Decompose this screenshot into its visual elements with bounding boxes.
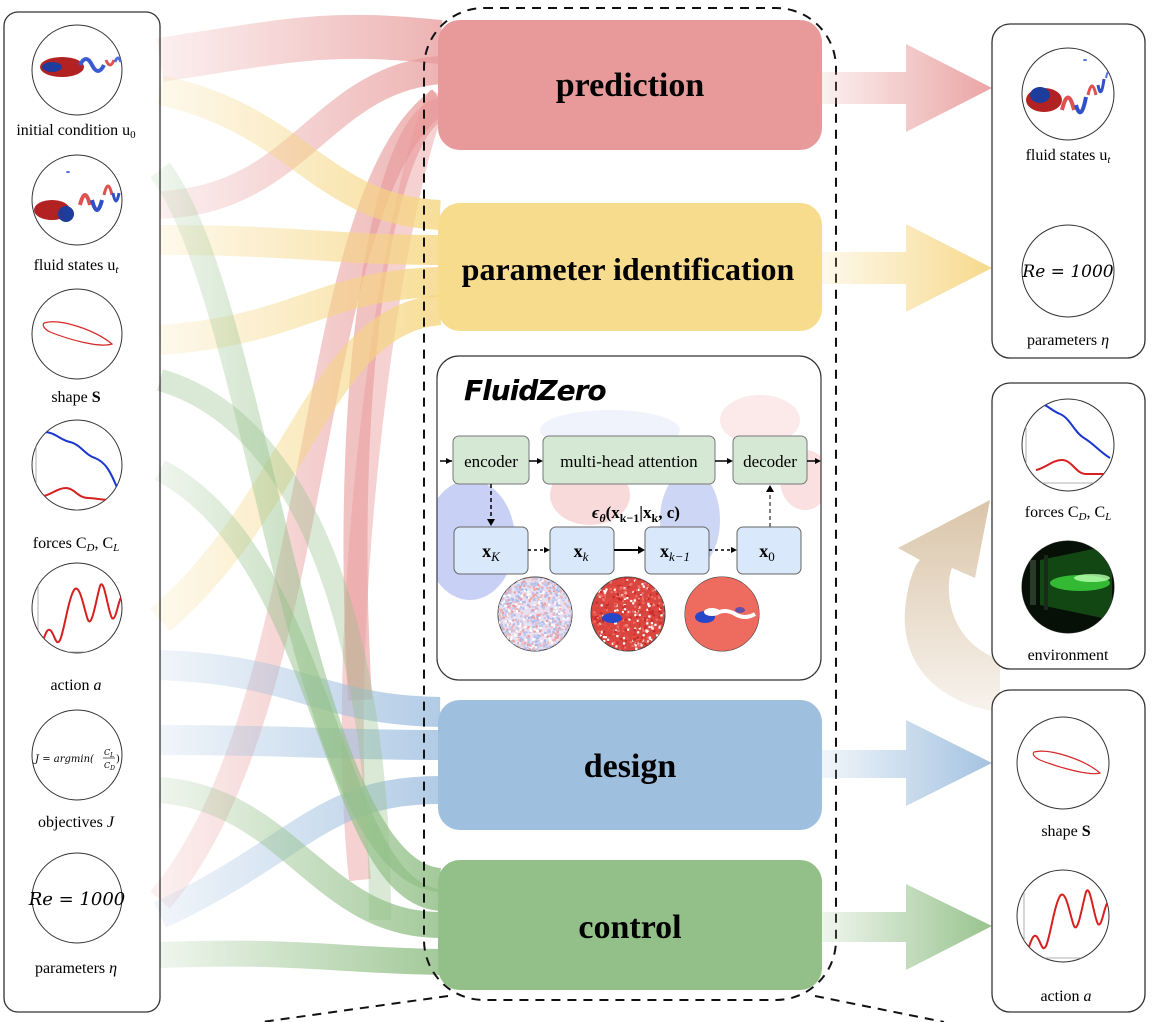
outputs-panel-top: fluid states ut Re = 1000 parameters η [991, 23, 1146, 359]
control-label: control [578, 909, 681, 946]
design-output-arrow [822, 720, 992, 806]
output-fluid-states-label: fluid states ut [1026, 147, 1112, 166]
action-label: action a [50, 677, 101, 694]
prediction-box[interactable] [438, 20, 822, 150]
parameter-identification-label: parameter identification [462, 251, 795, 287]
output-action-label: action a [1040, 988, 1091, 1005]
model-dashed-outline [423, 7, 837, 1001]
ribbon-shape-to-control [156, 369, 391, 921]
objectives-label: objectives J [38, 814, 115, 831]
output-forces-label: forces CD, CL [1025, 504, 1112, 523]
zoom-dashed-right [814, 995, 945, 1022]
environment-label: environment [1028, 647, 1109, 664]
output-action-thumbnail [1016, 869, 1110, 963]
forces-label: forces CD, CL [33, 535, 120, 554]
svg-text:): ) [116, 754, 120, 765]
shape-label: shape S [51, 389, 100, 406]
decoder-block [732, 435, 808, 485]
control-output-arrow [822, 884, 992, 970]
output-parameters-label: parameters η [1027, 332, 1109, 349]
output-re-value: Re = 1000 [1021, 262, 1113, 282]
ribbon-action-to-param [150, 295, 442, 632]
latent-x0-label: x0 [759, 541, 775, 564]
objectives-thumbnail: J = argmin( CL CD ) [31, 709, 123, 801]
outputs-panel-bottom: shape S action a [991, 689, 1146, 1013]
latent-xkm1-label: xk−1 [660, 541, 690, 564]
latent-x0-block [736, 526, 802, 575]
initial-condition-label: initial condition u0 [16, 122, 136, 141]
parameter-identification-box[interactable] [438, 203, 822, 331]
fluidzero-title: FluidZero [464, 374, 606, 407]
prediction-output-arrow [822, 44, 992, 132]
param-output-arrow [822, 224, 992, 312]
shape-thumbnail [31, 288, 123, 380]
ribbon-objectives-to-control [158, 777, 441, 938]
attention-label: multi-head attention [560, 452, 698, 471]
epsilon-formula: ϵθ(xk−1|xk, c) [592, 503, 680, 525]
parameters-label: parameters η [35, 960, 117, 977]
latent-xK-label: xK [482, 541, 501, 564]
encoder-label: encoder [464, 452, 518, 471]
output-forces-thumbnail [1021, 398, 1115, 492]
design-label: design [584, 748, 677, 785]
attention-block [542, 435, 716, 485]
svg-text:CL: CL [104, 748, 114, 759]
ribbon-params-to-design [154, 776, 441, 928]
output-shape-label: shape S [1041, 823, 1090, 840]
feedback-curved-arrow [898, 500, 1000, 712]
noise-thumbnail [497, 576, 573, 652]
outputs-panel-middle: forces CD, CL environment [991, 382, 1146, 670]
svg-text:J = argmin(: J = argmin( [33, 754, 95, 765]
ribbon-shape-to-param [158, 267, 441, 355]
identified-parameter-thumbnail: Re = 1000 [1021, 224, 1115, 318]
predicted-fluid-thumbnail [1021, 47, 1115, 141]
decoder-label: decoder [743, 452, 797, 471]
environment-thumbnail [1021, 540, 1115, 634]
fluidzero-model-panel: FluidZero encoder multi-head attention d… [436, 355, 822, 681]
design-box[interactable] [438, 700, 822, 830]
prediction-label: prediction [556, 67, 705, 104]
parameters-thumbnail: Re = 1000 [28, 852, 126, 944]
ribbon-objectives-to-design [159, 725, 441, 760]
fluid-states-label: fluid states ut [34, 257, 120, 276]
input-flow-ribbons [150, 14, 450, 975]
inputs-panel: initial condition u0 fluid states ut sha… [3, 11, 161, 1013]
denoised-thumbnail [684, 576, 760, 652]
output-shape-thumbnail [1016, 716, 1110, 810]
initial-condition-thumbnail [31, 24, 123, 116]
ribbon-params-to-control [159, 940, 441, 975]
ribbon-fluid-to-prediction [159, 56, 442, 219]
ribbon-initial-to-param [156, 75, 441, 230]
zoom-dashed-left [261, 995, 449, 1022]
partially-denoised-thumbnail [590, 576, 666, 652]
latent-xk-label: xk [574, 541, 589, 564]
fluid-states-thumbnail [31, 154, 123, 246]
task-boxes: prediction parameter identification desi… [438, 20, 822, 990]
output-arrows [822, 44, 1000, 970]
svg-text:CD: CD [104, 761, 115, 772]
forces-thumbnail [31, 419, 123, 511]
ribbon-initial-to-prediction [156, 14, 443, 82]
control-box[interactable] [438, 860, 822, 990]
ribbon-forces-to-control [154, 460, 442, 911]
re-value: Re = 1000 [28, 889, 126, 910]
